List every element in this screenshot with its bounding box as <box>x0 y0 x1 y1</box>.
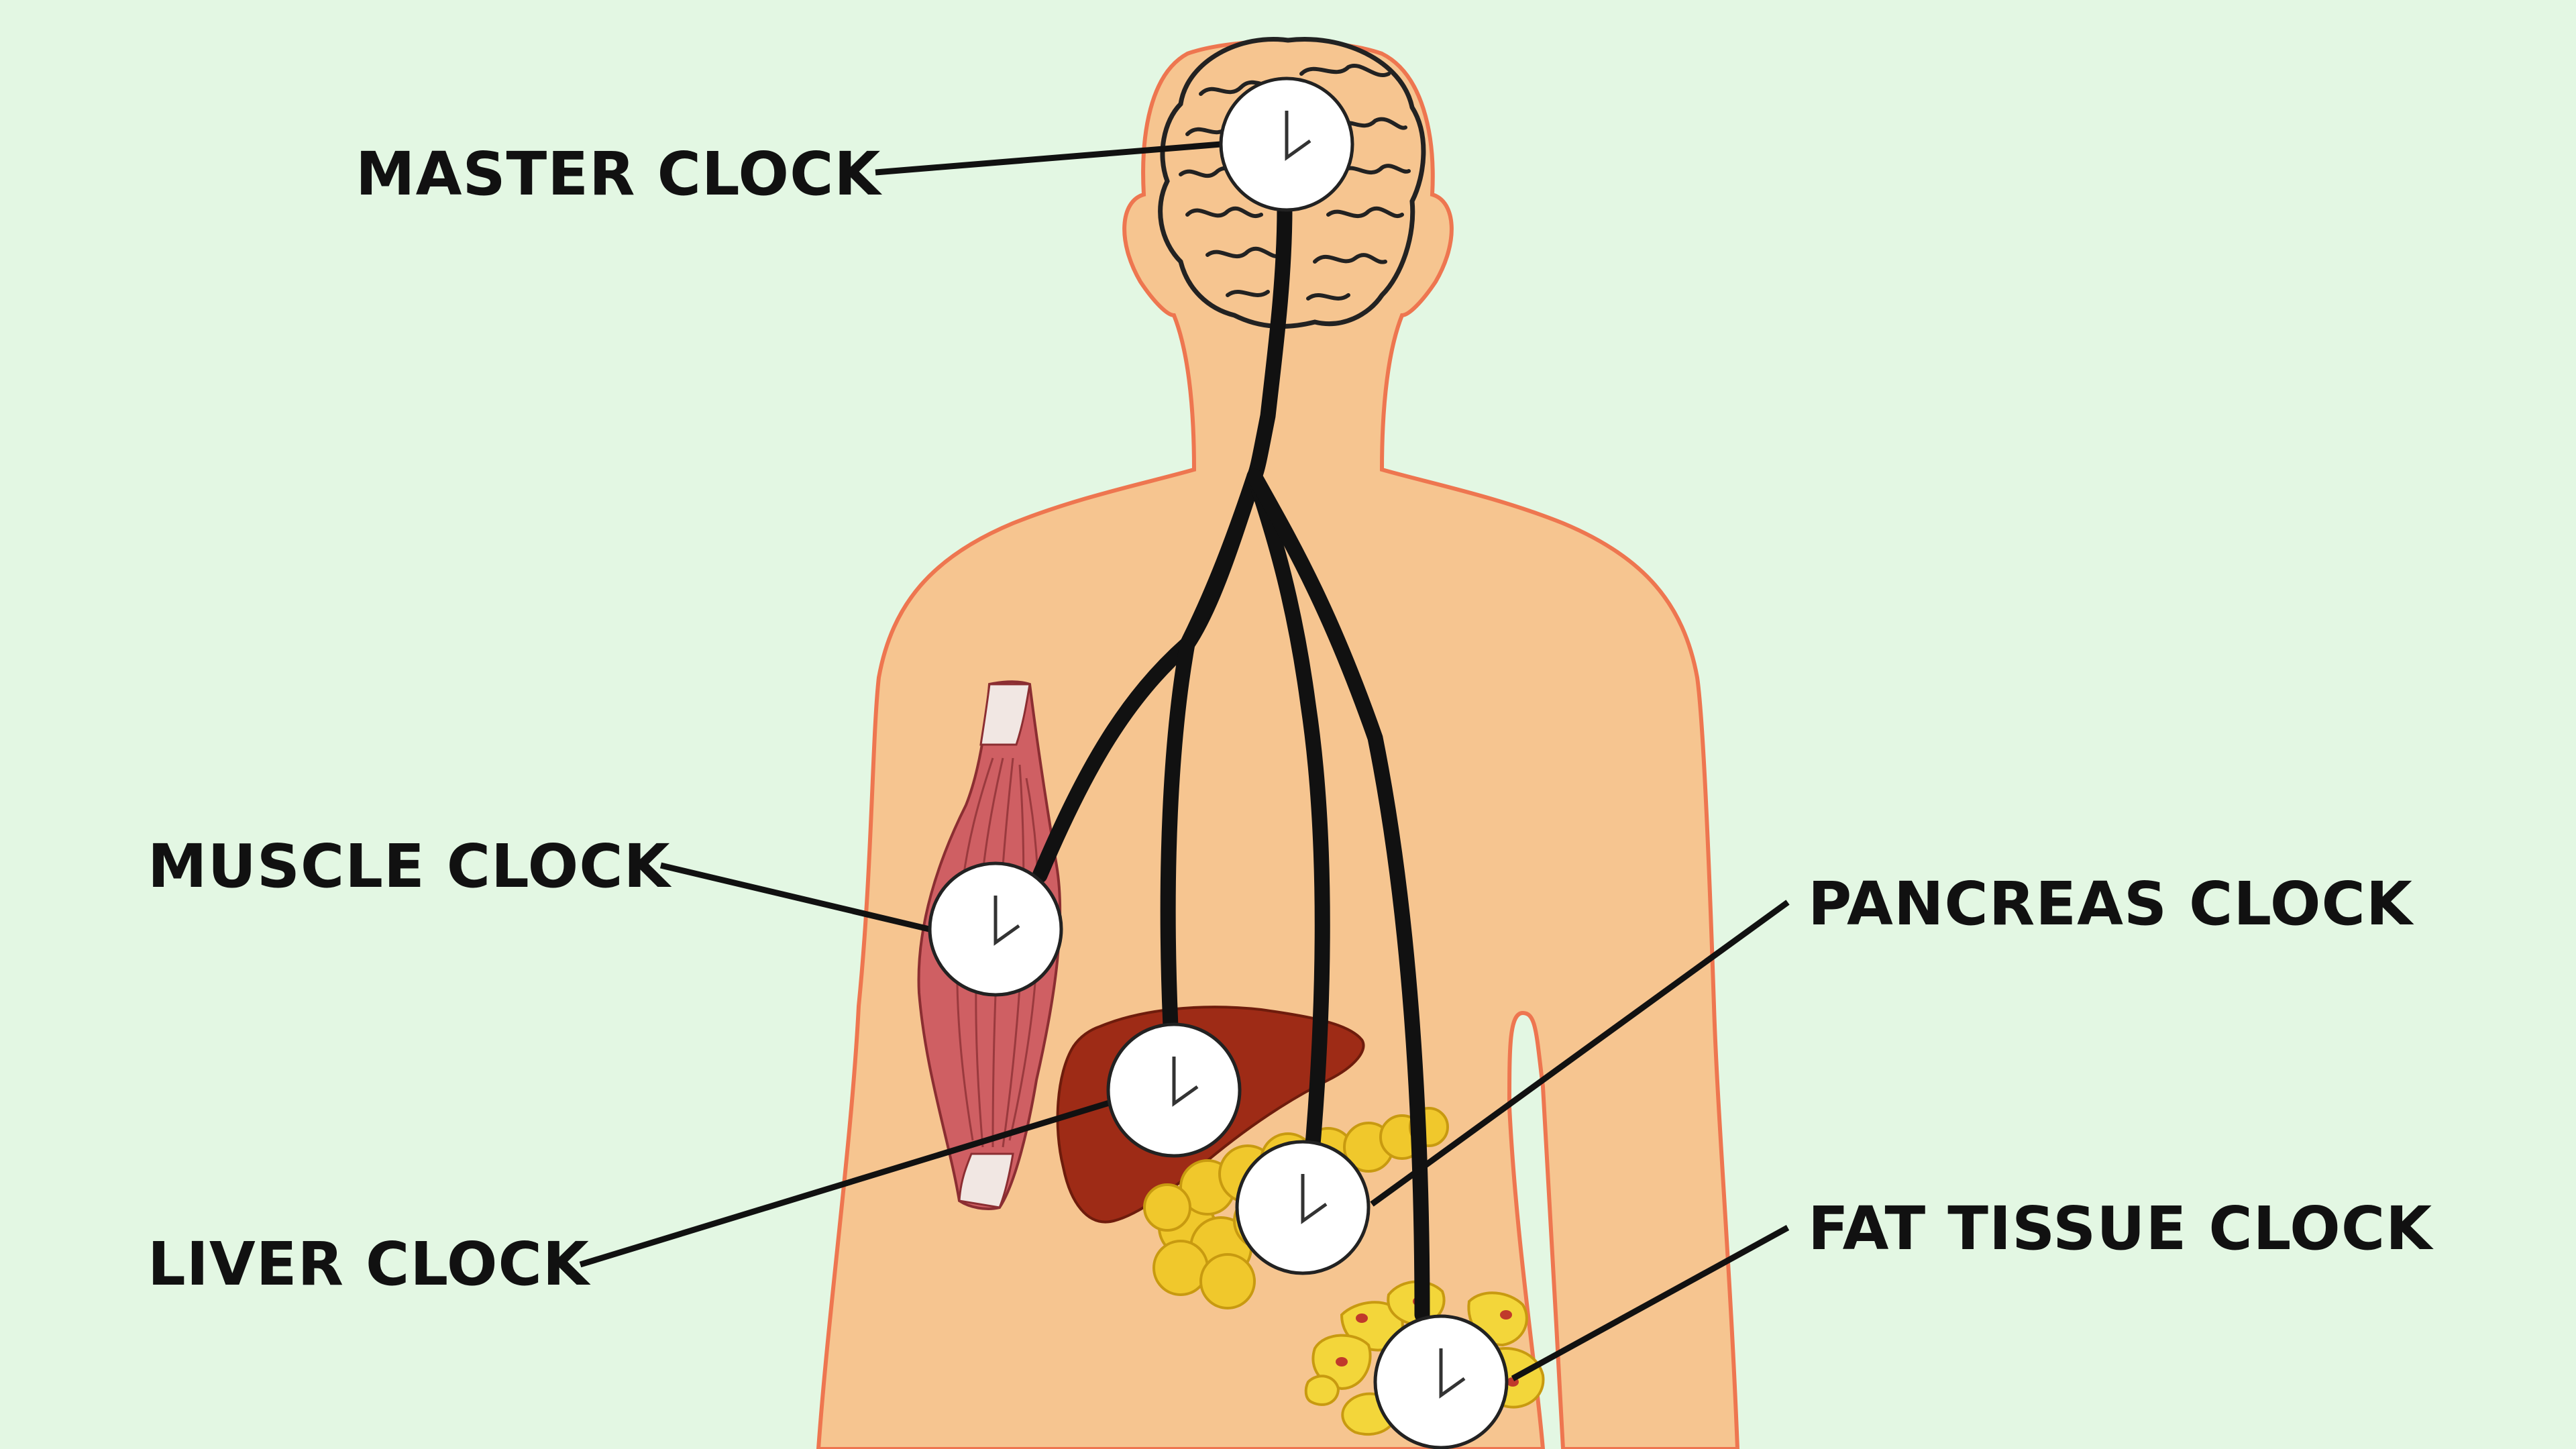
nerve-trunk <box>1246 200 1293 484</box>
clock-icon <box>1235 1140 1371 1275</box>
label-liver-clock: LIVER CLOCK <box>148 1229 591 1299</box>
nerve-to-pancreas <box>1246 468 1330 1169</box>
nerve-to-fat <box>1246 468 1430 1323</box>
leader-master <box>875 141 1222 176</box>
label-pancreas-clock: PANCREAS CLOCK <box>1808 869 2414 938</box>
clock-icon <box>928 861 1063 997</box>
body-silhouette <box>816 39 1740 1449</box>
leader-muscle <box>659 862 930 932</box>
label-muscle-clock: MUSCLE CLOCK <box>148 831 672 901</box>
clock-icon <box>1373 1314 1509 1449</box>
leader-fat <box>1511 1225 1790 1381</box>
leader-pancreas <box>1370 900 1790 1207</box>
nerve-pathways <box>1032 200 1430 1323</box>
leader-liver <box>579 1098 1115 1268</box>
clock-icon <box>1219 76 1354 212</box>
leader-lines <box>579 141 1790 1381</box>
nerve-to-liver <box>1160 468 1263 1034</box>
label-fat-tissue-clock: FAT TISSUE CLOCK <box>1808 1193 2434 1263</box>
clock-icon <box>1106 1022 1242 1158</box>
label-master-clock: MASTER CLOCK <box>356 139 882 209</box>
